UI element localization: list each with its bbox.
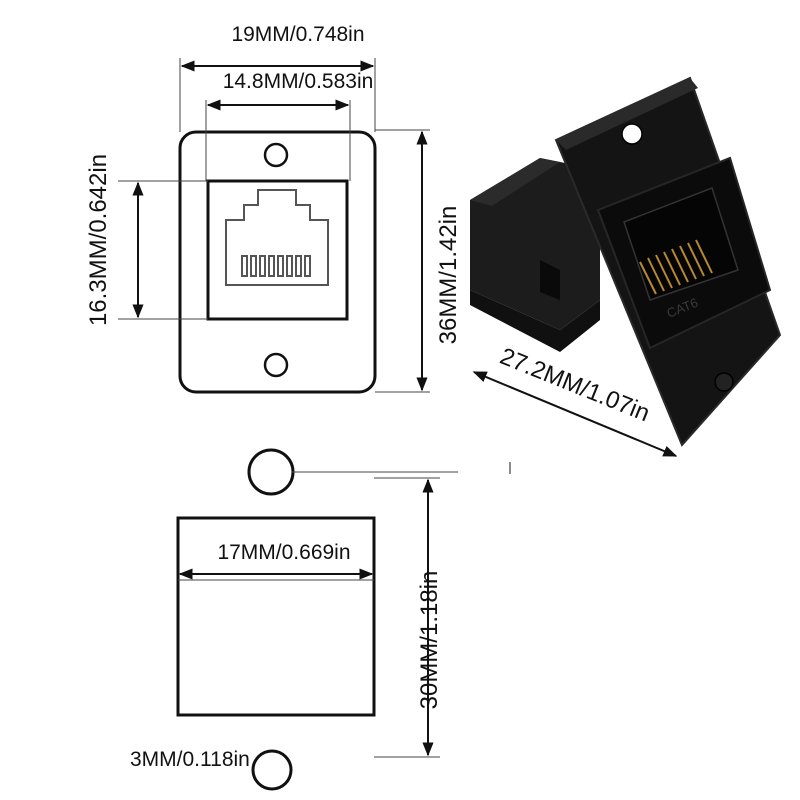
side-bottom-hole (251, 749, 293, 791)
body-outline (176, 516, 376, 717)
connector-top-hole (621, 123, 643, 145)
body-height-label: 30MM/1.18in (416, 571, 443, 710)
connector-port (623, 187, 739, 301)
rj45-jack-icon (225, 189, 329, 286)
front-view: 19MM/0.748in 14.8MM/0.583in 16.3MM/0.642… (85, 23, 462, 394)
connector-bottom-hole (714, 372, 734, 392)
faceplate-outline (178, 130, 377, 394)
depth-arrow (472, 371, 678, 457)
jack-height-label: 16.3MM/0.642in (85, 154, 112, 326)
bottom-mount-hole (263, 352, 289, 378)
jack-opening (206, 179, 349, 321)
connector-contacts (639, 239, 713, 295)
side-view: 17MM/0.669in 30MM/1.18in 3MM/0.118in (130, 448, 511, 791)
jack-width-label: 14.8MM/0.583in (223, 70, 374, 93)
connector-photo: CAT6 27.2MM/1.07in (470, 76, 782, 457)
hole-diameter-label: 3MM/0.118in (130, 748, 250, 771)
side-top-hole (247, 448, 295, 496)
extension-lines (118, 58, 430, 393)
jack-pins (241, 255, 311, 277)
plate-height-label: 36MM/1.42in (435, 206, 462, 345)
body-width-label: 17MM/0.669in (217, 541, 350, 564)
top-mount-hole (263, 142, 289, 168)
connector-rear-body (470, 158, 600, 330)
overall-width-label: 19MM/0.748in (231, 23, 364, 46)
